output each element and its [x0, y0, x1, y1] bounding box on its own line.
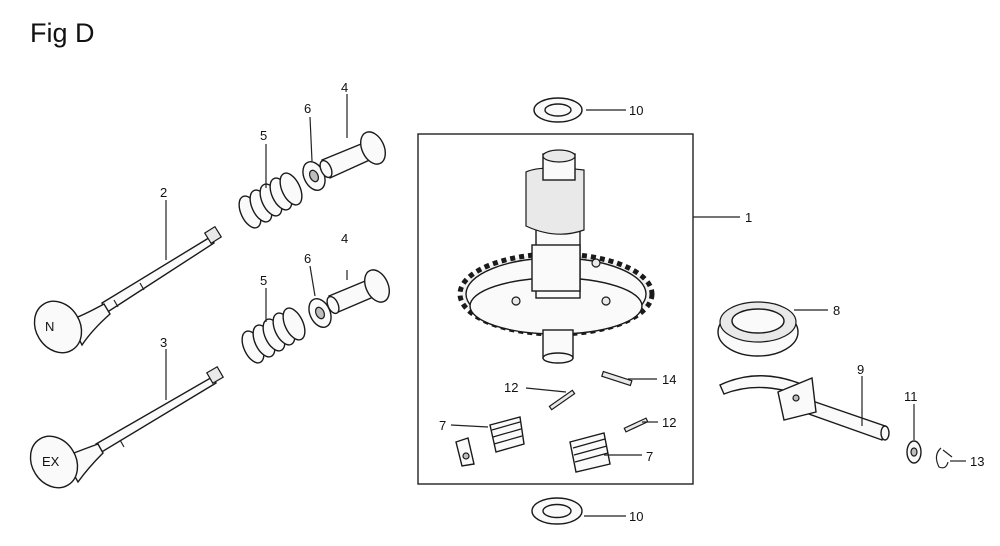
callout-3: 3	[160, 335, 167, 350]
weight-7-right	[569, 432, 611, 473]
valve-2: N	[33, 225, 223, 354]
callout-5-lower: 5	[260, 273, 267, 288]
callout-10-top: 10	[629, 103, 643, 118]
callout-4-lower: 4	[341, 231, 348, 246]
weight-7-left	[455, 416, 525, 467]
callout-12-upper: 12	[504, 380, 518, 395]
washer-top	[533, 97, 583, 123]
callout-13: 13	[970, 454, 984, 469]
callout-6-lower: 6	[304, 251, 311, 266]
assembly-box	[417, 133, 694, 485]
callout-7-left: 7	[439, 418, 446, 433]
valve-3: EX	[29, 365, 225, 489]
svg-text:EX: EX	[42, 454, 60, 469]
washer-bottom	[531, 497, 583, 525]
callout-12-lower: 12	[662, 415, 676, 430]
retainer-lower	[308, 298, 332, 328]
callout-8: 8	[833, 303, 840, 318]
callout-2: 2	[160, 185, 167, 200]
callout-7-right: 7	[646, 449, 653, 464]
callout-5-upper: 5	[260, 128, 267, 143]
callout-6-upper: 6	[304, 101, 311, 116]
figure-title: Fig D	[30, 18, 95, 48]
callout-4-upper: 4	[341, 80, 348, 95]
spring-lower	[241, 307, 306, 364]
svg-text:N: N	[45, 319, 54, 334]
clip-13	[935, 447, 953, 469]
callout-labels: 10 10 1 2 3 4 4 5 5 6 6 7 7 8 9 11 12 12…	[160, 80, 984, 524]
pin-12-lower	[623, 417, 649, 433]
washer-11	[906, 440, 922, 464]
callout-11: 11	[904, 389, 918, 404]
callout-14: 14	[662, 372, 676, 387]
camshaft-gear	[457, 149, 655, 364]
lifter-upper	[319, 131, 386, 179]
callout-1: 1	[745, 210, 752, 225]
callout-10-bottom: 10	[629, 509, 643, 524]
seal-8	[717, 301, 799, 357]
leader-lines	[165, 94, 966, 517]
lifter-lower	[326, 269, 390, 315]
governor-arm-9	[719, 375, 890, 441]
spring-upper	[238, 172, 303, 229]
callout-9: 9	[857, 362, 864, 377]
pin-14	[601, 370, 633, 387]
pin-12-upper	[548, 389, 576, 411]
